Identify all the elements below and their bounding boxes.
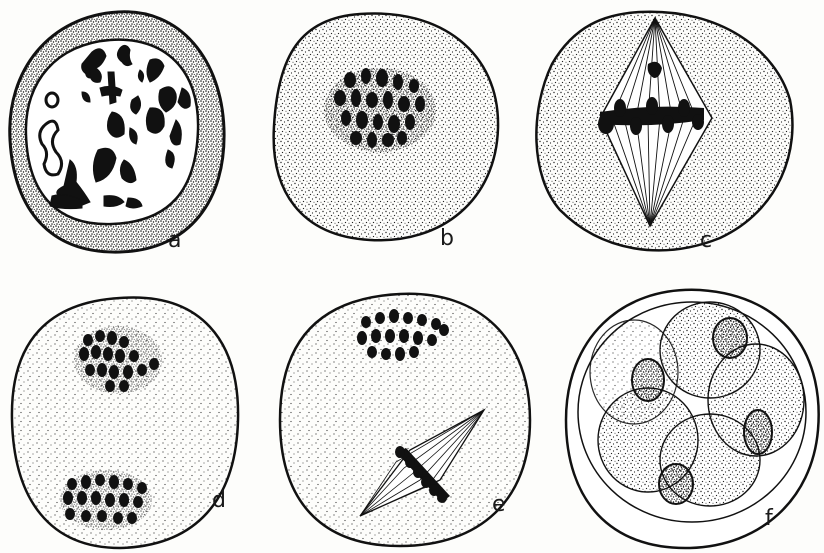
panel-label-c: c [700, 230, 712, 252]
cell-b [274, 13, 498, 240]
cell-c [536, 12, 792, 251]
panel-label-b: b [440, 228, 454, 250]
panel-label-e: e [492, 494, 506, 516]
panel-label-f: f [765, 508, 773, 530]
cell-f [566, 290, 819, 548]
panel-label-a: a [168, 230, 181, 252]
cell-d [12, 297, 238, 548]
cell-a [10, 12, 224, 252]
panel-label-d: d [212, 490, 226, 512]
